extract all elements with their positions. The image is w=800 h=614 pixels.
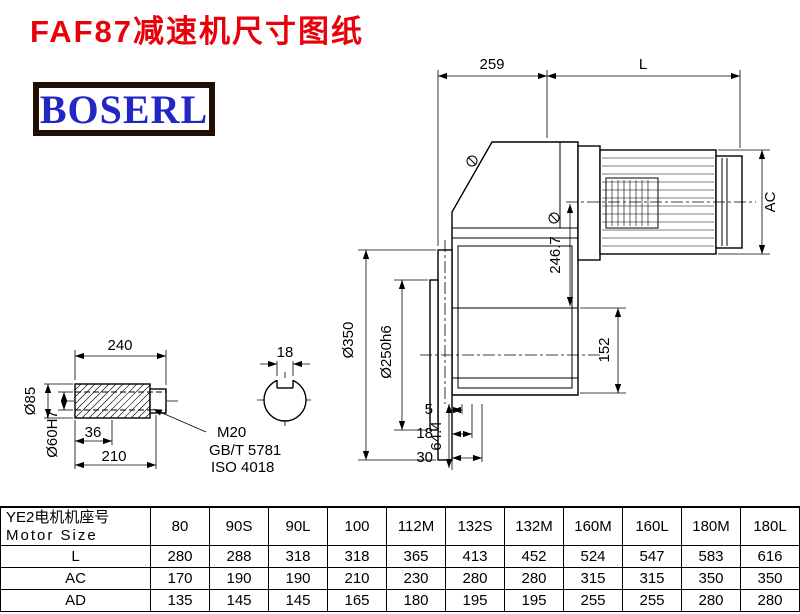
table-cell: 170 [150,567,210,590]
table-cell: 288 [209,545,269,568]
motor-size-header-en: Motor Size [6,527,98,544]
standard-iso-label: ISO 4018 [211,459,274,476]
dim-36-label: 36 [85,424,102,441]
table-cell: 280 [150,545,210,568]
column-header: 180L [740,506,800,546]
table-cell: 280 [740,589,800,612]
table-cell: 230 [386,567,446,590]
page-title: FAF87减速机尺寸图纸 [30,14,365,49]
dim-240-label: 240 [107,337,132,354]
standard-gb-label: GB/T 5781 [209,442,281,459]
column-header: 112M [386,506,446,546]
table-cell: 135 [150,589,210,612]
shaft-step [149,388,167,414]
column-header: 90S [209,506,269,546]
brand-logo: BOSERL [33,82,215,136]
motor-size-header-cn: YE2电机机座号 [6,509,110,526]
dim-210-label: 210 [101,448,126,465]
dim-d250-label: Ø250h6 [378,325,395,378]
dim-l-label: L [639,56,647,73]
motor-size-table: YE2电机机座号 Motor Size 80 90S 90L 100 112M … [0,506,800,612]
row-label: AD [0,589,151,612]
thread-note-label: M20 [217,424,246,441]
table-cell: 255 [563,589,623,612]
table-cell: 413 [445,545,505,568]
dim-5-label: 5 [425,401,433,418]
table-cell: 190 [209,567,269,590]
column-header: 132S [445,506,505,546]
table-cell: 180 [386,589,446,612]
dim-d60-label: Ø60H7 [44,410,61,458]
table-cell: 365 [386,545,446,568]
table-cell: 190 [268,567,328,590]
dim-30-label: 30 [416,449,433,466]
column-header: 160M [563,506,623,546]
table-cell: 195 [504,589,564,612]
bolt-icon [548,212,560,224]
table-cell: 350 [740,567,800,590]
motor-stator [605,177,659,229]
table-cell: 145 [209,589,269,612]
table-cell: 524 [563,545,623,568]
column-header: 100 [327,506,387,546]
dimension-annotations: 259 L AC Ø350 Ø250h6 246.7 152 [22,56,779,476]
column-header: 132M [504,506,564,546]
table-cell: 280 [445,567,505,590]
dim-d350-label: Ø350 [340,322,357,359]
column-header: 90L [268,506,328,546]
row-label: L [0,545,151,568]
table-row-ac: AC 170 190 190 210 230 280 280 315 315 3… [0,567,800,590]
table-cell: 195 [445,589,505,612]
table-cell: 280 [504,567,564,590]
column-header: 180M [681,506,741,546]
table-cell: 280 [681,589,741,612]
table-cell: 547 [622,545,682,568]
column-header: 80 [150,506,210,546]
motor-view [566,145,756,261]
motor-stator-laminations [611,180,649,226]
table-cell: 315 [563,567,623,590]
table-cell: 165 [327,589,387,612]
table-cell: 583 [681,545,741,568]
table-cell: 210 [327,567,387,590]
brand-logo-text: BOSERL [39,86,209,132]
table-cell: 616 [740,545,800,568]
table-cell: 318 [327,545,387,568]
dim-259-label: 259 [479,56,504,73]
dim-246-label: 246.7 [547,236,564,274]
dim-d85-label: Ø85 [22,387,39,415]
shaft-section-view [257,372,313,428]
dim-152-label: 152 [596,337,613,362]
motor-adapter [577,145,601,261]
motor-size-header-cell: YE2电机机座号 Motor Size [0,506,151,546]
table-cell: 255 [622,589,682,612]
technical-drawing: 259 L AC Ø350 Ø250h6 246.7 152 [22,56,779,476]
table-cell: 318 [268,545,328,568]
table-row-ad: AD 135 145 145 165 180 195 195 255 255 2… [0,589,800,612]
shaft-hatching [74,383,151,419]
bolt-icon [466,155,478,167]
table-cell: 350 [681,567,741,590]
table-cell: 452 [504,545,564,568]
table-row-l: L 280 288 318 318 365 413 452 524 547 58… [0,545,800,568]
column-header: 160L [622,506,682,546]
dim-18-key-label: 18 [277,344,294,361]
dim-64-label: 64.4 [428,421,445,450]
dim-18-offset-label: 18 [416,425,433,442]
table-cell: 145 [268,589,328,612]
table-header-row: YE2电机机座号 Motor Size 80 90S 90L 100 112M … [0,506,800,546]
table-cell: 315 [622,567,682,590]
row-label: AC [0,567,151,590]
gearbox-housing [451,141,579,396]
dim-ac-label: AC [762,191,779,212]
gear-cavity [457,245,573,389]
gearbox-front-view [420,141,600,461]
shaft-side-view [62,383,178,419]
